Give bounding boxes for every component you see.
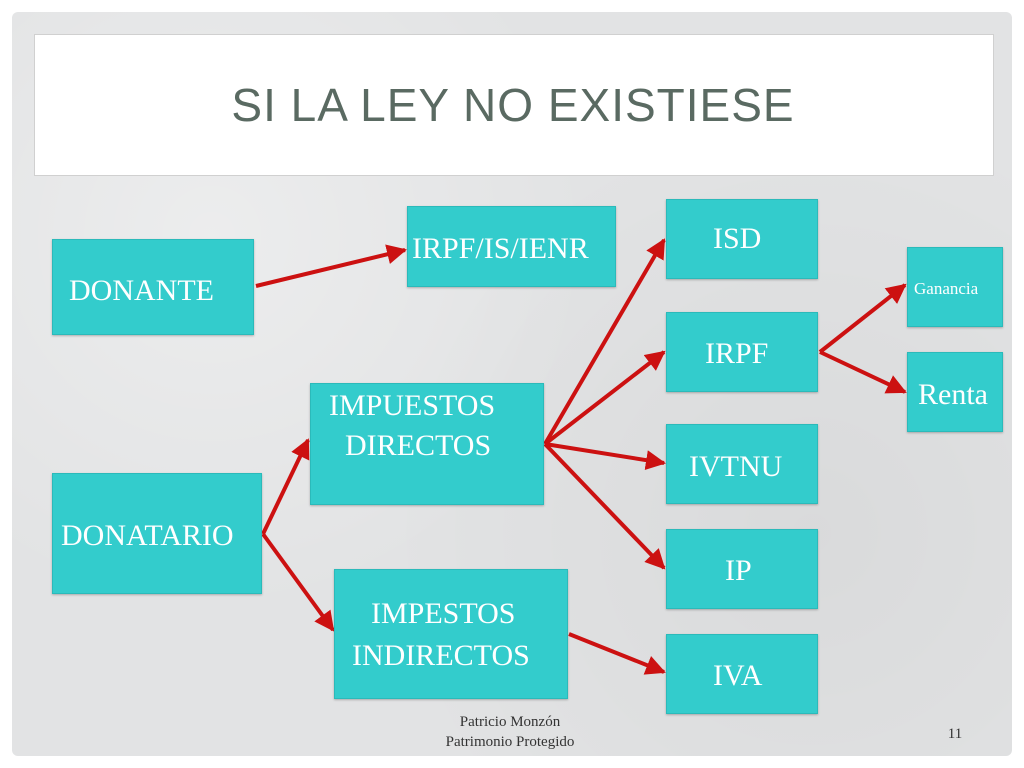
node-ip: IP: [666, 529, 818, 609]
title-band: [34, 34, 994, 176]
node-isd: ISD: [666, 199, 818, 279]
node-donatario: DONATARIO: [52, 473, 262, 594]
arrow-donante-irpf-is-ienr: [255, 244, 407, 288]
node-irpf: IRPF: [666, 312, 818, 392]
node-impuestos-directos-line1: IMPUESTOS: [329, 389, 496, 422]
arrow-directos-irpf: [543, 350, 666, 446]
node-ganancia-label: Ganancia: [914, 279, 979, 298]
node-impuestos-directos-line2: DIRECTOS: [345, 429, 492, 462]
node-iva: IVA: [666, 634, 818, 714]
node-impuestos-directos: IMPUESTOS DIRECTOS: [310, 383, 544, 505]
node-irpf-label: IRPF: [705, 337, 769, 370]
arrow-indirectos-iva: [568, 632, 666, 675]
arrow-directos-isd: [543, 238, 666, 446]
arrow-donatario-directos: [261, 438, 310, 535]
node-impuestos-indirectos-line2: INDIRECTOS: [352, 639, 530, 672]
arrow-directos-ivtnu: [544, 442, 666, 471]
node-isd-label: ISD: [713, 222, 762, 255]
footer-author-subtitle: Patrimonio Protegido: [445, 734, 575, 750]
page-number: 11: [947, 726, 963, 742]
node-ivtnu-label: IVTNU: [689, 450, 783, 483]
arrow-directos-ip: [543, 442, 666, 570]
node-ganancia: Ganancia: [907, 247, 1003, 327]
node-impuestos-indirectos-line1: IMPESTOS: [371, 597, 516, 630]
node-donatario-label: DONATARIO: [61, 519, 234, 552]
node-ip-label: IP: [725, 554, 752, 587]
arrow-irpf-renta: [819, 350, 907, 394]
node-impuestos-indirectos: IMPESTOS INDIRECTOS: [334, 569, 568, 699]
arrow-donatario-indirectos: [261, 532, 335, 632]
node-irpf-is-ienr-label: IRPF/IS/IENR: [412, 232, 589, 265]
node-renta-label: Renta: [918, 378, 988, 411]
node-donante: DONANTE: [52, 239, 254, 335]
node-renta: Renta: [907, 352, 1003, 432]
node-iva-label: IVA: [713, 659, 763, 692]
node-ivtnu: IVTNU: [666, 424, 818, 504]
footer-author-name: Patricio Monzón: [459, 714, 561, 730]
footer-author: Patricio Monzón Patrimonio Protegido: [420, 712, 600, 752]
node-irpf-is-ienr: IRPF/IS/IENR: [407, 206, 616, 287]
slide-title: SI LA LEY NO EXISTIESE: [231, 79, 795, 131]
node-donante-label: DONANTE: [69, 274, 214, 307]
arrow-irpf-ganancia: [818, 283, 907, 354]
